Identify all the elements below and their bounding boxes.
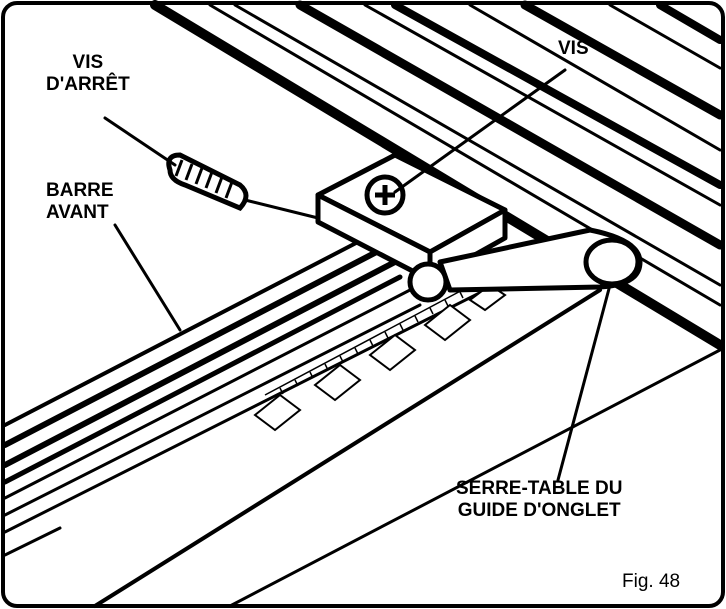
label-vis-arret-line2: D'ARRÊT [46, 74, 130, 95]
table-rails [150, 0, 725, 350]
set-screw-icon [166, 152, 319, 220]
leader-lines [103, 68, 612, 482]
label-vis-arret: VIS D'ARRÊT [46, 52, 130, 96]
clamp-bracket [315, 152, 508, 283]
label-serre-line2: GUIDE D'ONGLET [457, 500, 621, 521]
label-barre-line1: BARRE [46, 180, 114, 201]
label-barre-avant: BARRE AVANT [46, 180, 114, 224]
table-plate [3, 273, 722, 608]
label-serre-table: SERRE-TABLE DU GUIDE D'ONGLET [456, 478, 622, 522]
front-bar [2, 226, 422, 517]
figure-number: Fig. 48 [622, 571, 681, 592]
label-barre-line2: AVANT [46, 202, 109, 223]
label-vis-arret-line1: VIS [72, 52, 104, 73]
screw-icon [364, 174, 406, 216]
label-serre-line1: SERRE-TABLE DU [456, 478, 623, 499]
scale [253, 269, 507, 432]
label-vis: VIS [558, 38, 589, 59]
